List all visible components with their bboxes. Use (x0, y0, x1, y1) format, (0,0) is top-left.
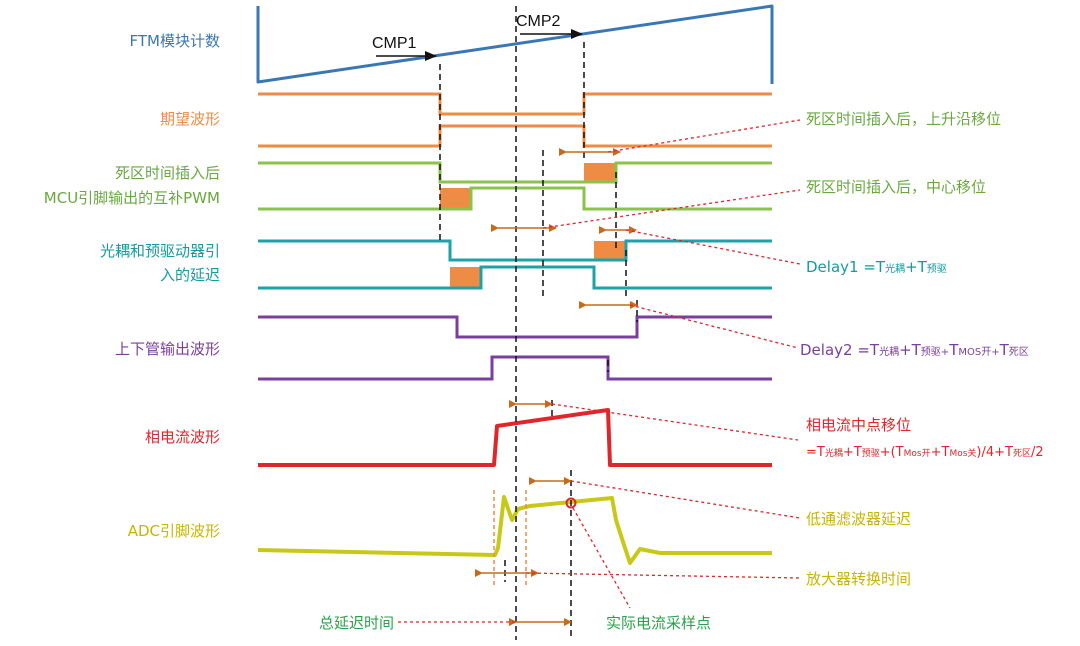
phase-formula-d: +T (931, 445, 950, 460)
annot-amp-time: 放大器转换时间 (806, 570, 911, 588)
phase-formula-c: +(T (880, 445, 904, 460)
delay1-prefix: Delay1 =T (806, 258, 886, 276)
label-opto-line1: 光耦和预驱动器引 (100, 242, 220, 260)
leader-sample (572, 507, 631, 609)
delay2-sub-deadtime: 死区 (1009, 346, 1029, 358)
phase-formula-f: /2 (1031, 445, 1044, 460)
leader-delay2 (629, 304, 799, 349)
leader-amp (525, 572, 801, 579)
deadtime-pwm-upper (258, 161, 772, 184)
label-opto-line2: 入的延迟 (160, 266, 220, 284)
annot-phase-shift-formula: =T光耦+T预驱+(TMos开+TMos关)/4+T死区/2 (806, 445, 1044, 460)
sample-point-marker (565, 497, 577, 509)
label-phase-current: 相电流波形 (145, 428, 220, 446)
label-adc-pin: ADC引脚波形 (128, 522, 220, 540)
delay-block-bottom (450, 267, 481, 288)
cmp2-label: CMP2 (516, 13, 561, 30)
deadtime-block-bottom (440, 188, 471, 209)
bridge-output-lower (258, 355, 772, 381)
delay1-plus: +T (905, 258, 928, 276)
adc-waveform-trace (257, 495, 772, 565)
leader-center-shift (542, 189, 801, 229)
expected-waveform-upper (258, 92, 772, 116)
phase-formula-sub-mos-off: Mos关 (949, 447, 976, 459)
opto-delay-lower (258, 265, 772, 290)
deadtime-pwm-lower (258, 186, 772, 211)
delay2-sub-opto: 光耦 (879, 345, 899, 358)
leader-phase-shift (551, 403, 799, 441)
delay2-t3: T (999, 341, 1010, 359)
leader-rising-shift (607, 119, 801, 153)
label-sample-point: 实际电流采样点 (606, 614, 711, 632)
phase-formula-sub-predrive: 预驱 (862, 448, 880, 459)
phase-current-trace (258, 408, 772, 467)
deadtime-block-top (584, 163, 616, 182)
annot-phase-shift-title: 相电流中点移位 (806, 416, 911, 434)
label-expected-waveform: 期望波形 (160, 110, 220, 128)
label-deadtime-line2: MCU引脚输出的互补PWM (44, 189, 220, 207)
label-ftm-counter: FTM模块计数 (130, 32, 220, 50)
annot-center-shift: 死区时间插入后，中心移位 (806, 178, 986, 196)
vertical-guides (439, 6, 638, 640)
annot-rising-shift: 死区时间插入后，上升沿移位 (806, 110, 1001, 128)
label-bridge-output: 上下管输出波形 (115, 340, 220, 358)
delay2-prefix: Delay2 =T (800, 341, 880, 359)
expected-waveform-lower (258, 124, 772, 148)
bridge-output-upper (258, 315, 772, 339)
label-total-delay: 总延迟时间 (319, 614, 394, 632)
leader-delay1 (625, 229, 801, 265)
phase-formula-e: )/4+T (976, 445, 1013, 460)
phase-formula-sub-opto: 光耦 (825, 447, 843, 459)
label-deadtime-line1: 死区时间插入后 (115, 164, 220, 182)
annot-lowpass-delay: 低通滤波器延迟 (806, 510, 911, 528)
phase-formula-sub-mos-on: Mos开 (904, 448, 931, 459)
delay2-plus1: +T (899, 341, 922, 359)
annot-delay2: Delay2 =T光耦+T预驱+TMOS开+T死区 (800, 341, 1029, 359)
delay1-sub-opto: 光耦 (885, 262, 905, 275)
measure-arrows (475, 148, 638, 626)
ftm-counter-trace (256, 4, 774, 84)
delay2-sub-predrive: 预驱+ (921, 346, 949, 358)
delay1-sub-predrive: 预驱 (927, 263, 947, 275)
delay-block-top (594, 241, 626, 260)
delay2-sub-mos-on: MOS开+ (958, 347, 999, 358)
annot-delay1: Delay1 =T光耦+T预驱 (806, 258, 947, 276)
leader-lines (398, 119, 801, 623)
phase-formula-b: +T (843, 445, 862, 460)
cmp1-label: CMP1 (372, 35, 417, 52)
opto-delay-upper (258, 239, 772, 262)
leader-lowpass (570, 480, 801, 519)
phase-formula-a: =T (806, 445, 825, 460)
delay2-t2: T (948, 341, 959, 359)
phase-formula-sub-deadtime: 死区 (1013, 448, 1031, 459)
